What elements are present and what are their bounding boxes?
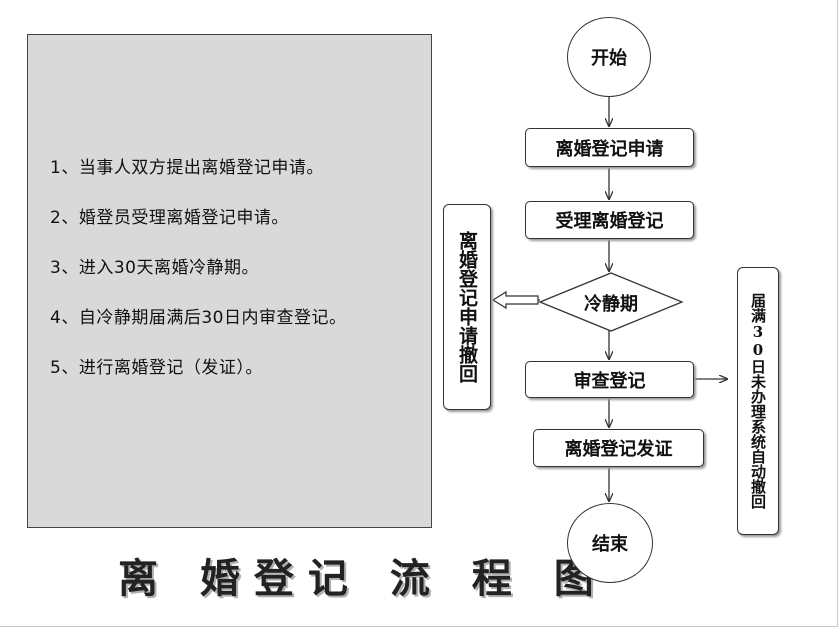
accept-node: 受理离婚登记 bbox=[525, 201, 694, 239]
withdraw-note: 离婚登记申请撤回 bbox=[443, 204, 491, 410]
step-4: 4、自冷静期届满后30日内审查登记。 bbox=[50, 308, 347, 328]
arrow-cooling-to-withdraw bbox=[491, 290, 540, 310]
apply-node: 离婚登记申请 bbox=[525, 128, 694, 167]
step-3: 3、进入30天离婚冷静期。 bbox=[50, 258, 259, 278]
page-title: 离 婚登记 流 程 图 bbox=[118, 555, 608, 602]
start-node: 开始 bbox=[567, 17, 651, 97]
certificate-node: 离婚登记发证 bbox=[533, 429, 704, 467]
step-2: 2、婚登员受理离婚登记申请。 bbox=[50, 208, 289, 228]
step-1: 1、当事人双方提出离婚登记申请。 bbox=[50, 158, 324, 178]
cooling-label: 冷静期 bbox=[584, 294, 638, 315]
review-node: 审查登记 bbox=[525, 361, 694, 398]
step-5: 5、进行离婚登记（发证）。 bbox=[50, 358, 263, 378]
end-node: 结束 bbox=[567, 503, 653, 583]
steps-panel: 1、当事人双方提出离婚登记申请。 2、婚登员受理离婚登记申请。 3、进入30天离… bbox=[27, 34, 432, 528]
auto-withdraw-note: 届满30日未办理系统自动撤回 bbox=[737, 267, 779, 535]
cooling-diamond bbox=[538, 272, 684, 332]
